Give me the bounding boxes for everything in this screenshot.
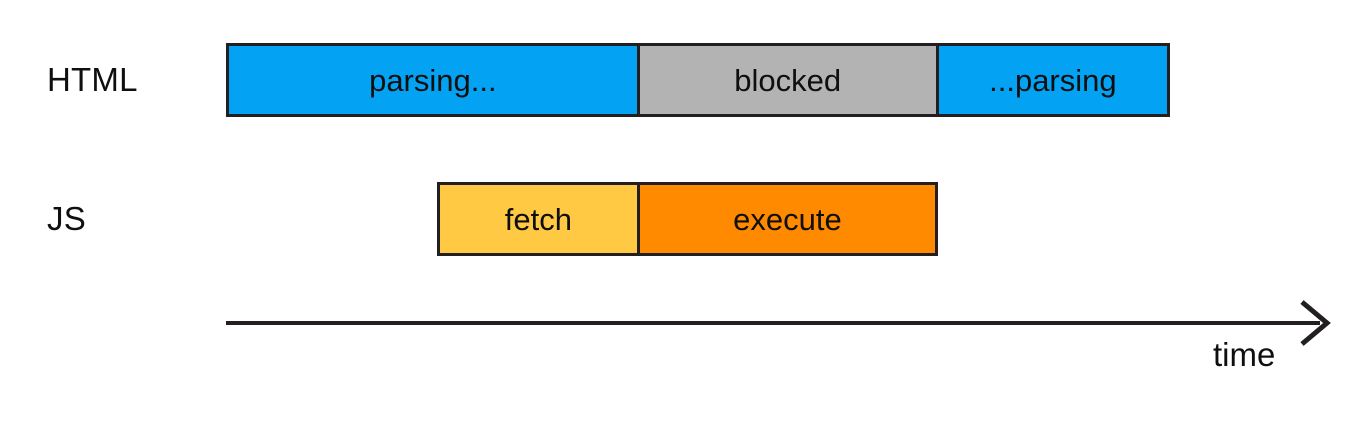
segment-label: ...parsing xyxy=(989,62,1117,98)
segment-js-execute: execute xyxy=(636,185,935,253)
segment-label: parsing... xyxy=(369,62,497,98)
timeline-track-js: fetch execute xyxy=(437,182,938,256)
row-label-html: HTML xyxy=(47,61,138,98)
row-label-js: JS xyxy=(47,200,86,237)
segment-html-parsing-resumed: ...parsing xyxy=(935,46,1167,114)
segment-html-blocked: blocked xyxy=(636,46,936,114)
segment-label: fetch xyxy=(504,201,572,237)
segment-js-fetch: fetch xyxy=(440,185,637,253)
segment-label: blocked xyxy=(734,62,842,98)
timeline-track-html: parsing... blocked ...parsing xyxy=(226,43,1170,117)
axis-label-time: time xyxy=(1213,336,1276,373)
segment-html-parsing: parsing... xyxy=(229,46,637,114)
segment-label: execute xyxy=(733,201,842,237)
time-axis xyxy=(220,296,1340,352)
arrow-right-icon xyxy=(226,300,1331,346)
